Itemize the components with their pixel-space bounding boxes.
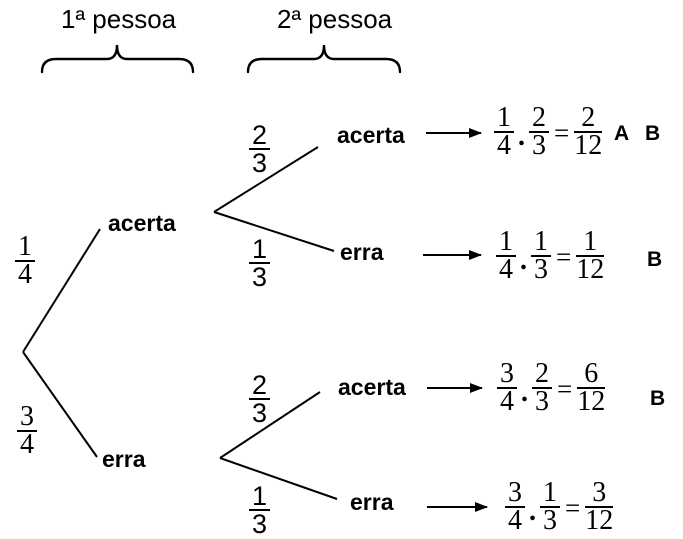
fraction-denominator: 4 (500, 386, 514, 417)
fraction-numerator: 1 (15, 233, 35, 262)
node-label-acerta-2: acerta (337, 122, 405, 148)
outcome-letter-a-1: A (614, 122, 630, 145)
fraction-denominator: 3 (534, 254, 548, 285)
fraction-numerator: 1 (540, 479, 560, 508)
probability-second-erra-acerta: 2 3 (249, 372, 271, 428)
multiplication-dot: . (518, 121, 525, 152)
probability-first-erra: 3 4 (17, 403, 37, 460)
fraction-factor2: 1 3 (540, 479, 560, 536)
branch-acerta-to-acerta (213, 146, 319, 213)
fraction-numerator: 1 (576, 228, 605, 257)
fraction-numerator: 1 (249, 483, 271, 511)
branch-root-to-erra (22, 351, 98, 458)
fraction-numerator: 6 (577, 360, 606, 389)
probability-second-acerta-erra: 1 3 (249, 236, 271, 292)
outcome-expression-4: 3 4 . 1 3 = 3 12 (505, 479, 614, 536)
fraction-numerator: 2 (574, 104, 603, 133)
fraction-result: 1 12 (576, 228, 605, 285)
node-label-erra-3: erra (350, 489, 394, 515)
fraction-denominator: 3 (252, 509, 268, 539)
probability-second-acerta-acerta: 2 3 (249, 122, 271, 178)
fraction-denominator: 4 (499, 254, 513, 285)
fraction-numerator: 2 (532, 360, 552, 389)
fraction-denominator: 3 (543, 505, 557, 536)
node-label-acerta-1: acerta (108, 210, 176, 236)
header-second-person: 2ª pessoa (277, 4, 393, 34)
brace-first-person-icon (40, 44, 195, 74)
fraction-numerator: 3 (17, 403, 37, 432)
fraction-numerator: 1 (494, 104, 514, 133)
node-label-acerta-3: acerta (338, 374, 406, 400)
header-first-person: 1ª pessoa (61, 4, 177, 34)
branch-root-to-acerta (22, 228, 101, 353)
multiplication-dot: . (521, 377, 528, 408)
fraction-result: 6 12 (577, 360, 606, 417)
outcome-expression-3: 3 4 . 2 3 = 6 12 (497, 360, 606, 417)
fraction-factor1: 1 4 (496, 228, 516, 285)
fraction-denominator: 4 (20, 429, 34, 460)
outcome-letter-b-2: B (647, 248, 663, 271)
fraction-numerator: 2 (249, 122, 271, 150)
fraction-denominator: 12 (576, 254, 605, 285)
fraction-denominator: 4 (497, 130, 511, 161)
probability-second-erra-erra: 1 3 (249, 483, 271, 539)
equals-sign: = (554, 117, 570, 148)
branch-acerta-to-erra (213, 211, 335, 252)
fraction-denominator: 12 (574, 130, 603, 161)
outcome-letter-b-1: B (645, 122, 661, 145)
fraction-denominator: 12 (577, 386, 606, 417)
fraction-denominator: 3 (535, 386, 549, 417)
fraction-denominator: 3 (252, 148, 268, 178)
fraction-numerator: 3 (497, 360, 517, 389)
outcome-letter-b-3: B (650, 387, 666, 410)
fraction-factor1: 1 4 (494, 104, 514, 161)
fraction-numerator: 3 (505, 479, 525, 508)
fraction-denominator: 3 (252, 262, 268, 292)
fraction-numerator: 2 (529, 104, 549, 133)
branch-erra-to-acerta (219, 391, 321, 459)
branch-erra-to-erra (219, 457, 338, 500)
multiplication-dot: . (520, 245, 527, 276)
fraction-result: 3 12 (585, 479, 614, 536)
fraction-numerator: 1 (249, 236, 271, 264)
fraction-numerator: 1 (496, 228, 516, 257)
node-label-erra-2: erra (340, 239, 384, 265)
probability-first-acerta: 1 4 (15, 233, 35, 290)
fraction-factor1: 3 4 (505, 479, 525, 536)
fraction-factor1: 3 4 (497, 360, 517, 417)
brace-second-person-icon (246, 44, 402, 74)
fraction-numerator: 2 (249, 372, 271, 400)
equals-sign: = (565, 492, 581, 523)
fraction-numerator: 3 (585, 479, 614, 508)
fraction-denominator: 4 (508, 505, 522, 536)
fraction-factor2: 2 3 (529, 104, 549, 161)
multiplication-dot: . (529, 496, 536, 527)
fraction-denominator: 12 (585, 505, 614, 536)
fraction-denominator: 3 (252, 398, 268, 428)
fraction-factor2: 1 3 (531, 228, 551, 285)
outcome-expression-2: 1 4 . 1 3 = 1 12 (496, 228, 605, 285)
fraction-denominator: 4 (18, 259, 32, 290)
fraction-result: 2 12 (574, 104, 603, 161)
fraction-denominator: 3 (532, 130, 546, 161)
equals-sign: = (556, 241, 572, 272)
fraction-numerator: 1 (531, 228, 551, 257)
equals-sign: = (557, 373, 573, 404)
outcome-expression-1: 1 4 . 2 3 = 2 12 (494, 104, 603, 161)
fraction-factor2: 2 3 (532, 360, 552, 417)
node-label-erra-1: erra (102, 446, 146, 472)
